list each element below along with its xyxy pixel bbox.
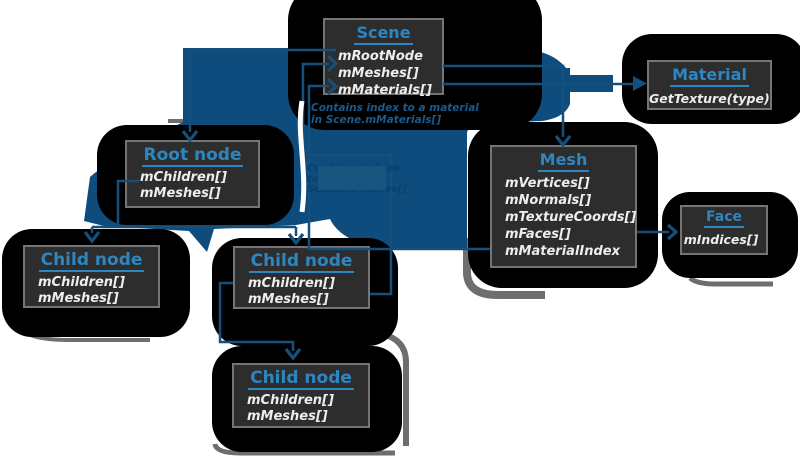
node-box-face: Face mIndices[]	[680, 205, 768, 255]
arrow-rootnode-to-children	[90, 179, 298, 236]
node-box-material: Material GetTexture(type)	[647, 60, 772, 110]
node-box-child-3: Child node mChildren[] mMeshes[]	[232, 363, 370, 428]
box-title: Child node	[248, 368, 354, 390]
box-title: Child node	[38, 250, 145, 272]
box-title: Root node	[141, 145, 244, 167]
field-mfaces: mFaces[]	[505, 227, 571, 242]
arrow-scene-to-rootnode	[188, 48, 336, 132]
field-mrootnode: mRootNode	[338, 49, 423, 64]
field-mindices: mIndices[]	[683, 232, 759, 247]
field-mmeshes: mMeshes[]	[338, 66, 419, 81]
field-mmeshes: mMeshes[]	[248, 292, 329, 307]
arrowheads	[83, 54, 679, 361]
arrow-scene-to-mesh	[443, 64, 565, 137]
field-mtexturecoords: mTextureCoords[]	[505, 210, 637, 225]
field-mnormals: mNormals[]	[505, 193, 592, 208]
box-title: Mesh	[537, 150, 590, 172]
box-title: Face	[704, 209, 744, 228]
white-glitch-streak	[297, 100, 307, 213]
note-line: Contains index to a material	[311, 102, 479, 114]
light-blue-glitch-patch	[318, 166, 386, 190]
field-mchildren: mChildren[]	[247, 393, 334, 408]
line-childmeshes-to-scene	[301, 62, 393, 296]
arrow-childnode-to-childnode	[218, 281, 295, 351]
material-arrowhead	[633, 76, 647, 91]
node-box-child-2: Child node mChildren[] mMeshes[]	[233, 246, 370, 309]
note-line: in Scene.mMaterials[]	[311, 113, 442, 126]
box-title: Material	[670, 65, 749, 87]
field-mmeshes: mMeshes[]	[38, 291, 119, 306]
box-title: Scene	[354, 23, 413, 45]
node-box-root: Root node mChildren[] mMeshes[]	[125, 140, 260, 208]
field-mvertices: mVertices[]	[505, 176, 590, 191]
field-mmaterialindex: mMaterialIndex	[505, 244, 620, 259]
line-materialindex-to-scene	[307, 84, 490, 251]
field-mchildren: mChildren[]	[38, 275, 125, 290]
field-mchildren: mChildren[]	[140, 170, 227, 185]
field-gettexture: GetTexture(type)	[649, 91, 770, 106]
material-index-note: Contains index to a material in Scene.mM…	[311, 102, 479, 126]
field-mmaterials: mMaterials[]	[338, 83, 433, 98]
box-title: Child node	[248, 251, 355, 273]
field-mmeshes: mMeshes[]	[247, 409, 328, 424]
node-box-child-1: Child node mChildren[] mMeshes[]	[23, 245, 160, 308]
node-box-mesh: Mesh mVertices[] mNormals[] mTextureCoor…	[490, 145, 637, 268]
node-box-scene: Scene mRootNode mMeshes[] mMaterials[]	[323, 18, 444, 98]
field-mmeshes: mMeshes[]	[140, 186, 221, 201]
field-mchildren: mChildren[]	[248, 276, 335, 291]
